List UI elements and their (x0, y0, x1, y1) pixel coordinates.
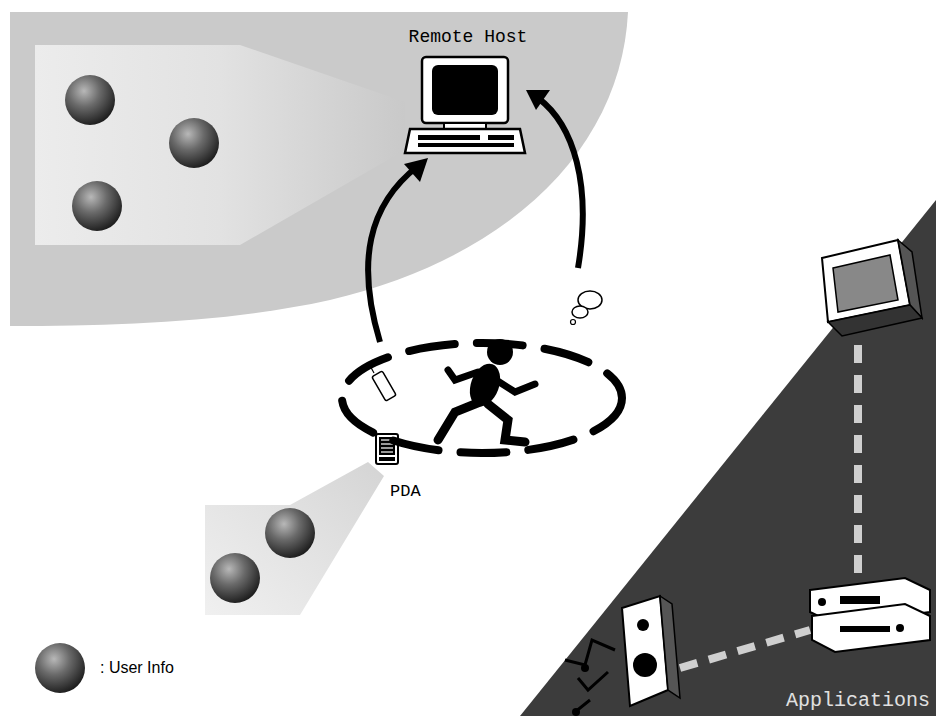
user-info-sphere (169, 118, 219, 168)
phone-body (372, 371, 396, 401)
monitor-base (828, 305, 922, 336)
user-info-sphere (65, 75, 115, 125)
pda-body (376, 434, 398, 464)
stereo-unit (810, 578, 930, 624)
stereo-icon (810, 578, 930, 652)
user-info-sphere (265, 508, 315, 558)
person-cap (487, 344, 512, 345)
bubble-dot (571, 320, 576, 325)
bubble-cloud (572, 306, 588, 318)
keyboard-keys (418, 143, 514, 147)
info-beam (205, 462, 384, 615)
speaker-box (622, 596, 668, 706)
user-info-sphere (72, 181, 122, 231)
keyboard-keys (488, 135, 514, 140)
device-link (854, 345, 862, 590)
node-label: Remote Host (360, 27, 576, 47)
user-info-sphere (210, 553, 260, 603)
stereo-tray (840, 626, 890, 632)
pda-buttons (379, 457, 395, 461)
speaker-cone (637, 619, 649, 631)
phone-icon (368, 362, 396, 401)
person-arm (448, 370, 478, 380)
stereo-knob (818, 598, 826, 606)
person-leg (488, 404, 525, 442)
pda-screen-line (381, 443, 393, 444)
info-beam (35, 45, 405, 245)
node-outline (520, 200, 936, 716)
person-torso (464, 360, 505, 411)
node-label: PDA (390, 482, 421, 501)
node-label: Applications (786, 689, 930, 712)
upload-arrow (368, 166, 418, 342)
monitor-frame (422, 57, 508, 123)
person-arm (493, 378, 535, 392)
legend-label: : User Info (100, 659, 174, 677)
running-person (438, 339, 535, 442)
arrow-head (404, 158, 428, 182)
bubble-cloud (578, 291, 602, 309)
legend-sphere (35, 643, 85, 693)
remote-host-node: Remote Host (360, 25, 580, 160)
pda-screen (379, 437, 395, 455)
monitor-frame (822, 240, 910, 322)
host-region (10, 12, 628, 326)
monitor-side (898, 240, 922, 318)
keyboard-keys (418, 135, 480, 140)
person-leg (438, 402, 480, 440)
keyboard (405, 129, 525, 153)
pda-node: PDA (370, 432, 440, 504)
stereo-display (840, 596, 880, 604)
arrow-head (526, 90, 550, 110)
stereo-unit (812, 604, 930, 652)
note-head (572, 708, 580, 716)
speaker-cone (633, 653, 657, 677)
mobility-ring (342, 343, 622, 453)
device-link (680, 630, 810, 668)
monitor-screen (432, 65, 498, 115)
speaker-icon (565, 596, 680, 716)
applications-region (520, 200, 936, 716)
speaker-side (660, 596, 680, 698)
stereo-knob (896, 624, 904, 632)
pda-screen-line (381, 451, 393, 452)
applications-node: Applications (520, 200, 936, 716)
monitor-screen (833, 255, 898, 312)
thought-bubble (571, 291, 603, 325)
sound-notes (565, 640, 615, 712)
person-head (487, 339, 513, 365)
pda-screen-line (381, 439, 393, 440)
pda-screen-line (381, 447, 393, 448)
upload-arrow (538, 98, 583, 268)
tv-monitor-icon (822, 240, 922, 336)
note-head (581, 664, 589, 672)
phone-antenna (368, 362, 374, 373)
